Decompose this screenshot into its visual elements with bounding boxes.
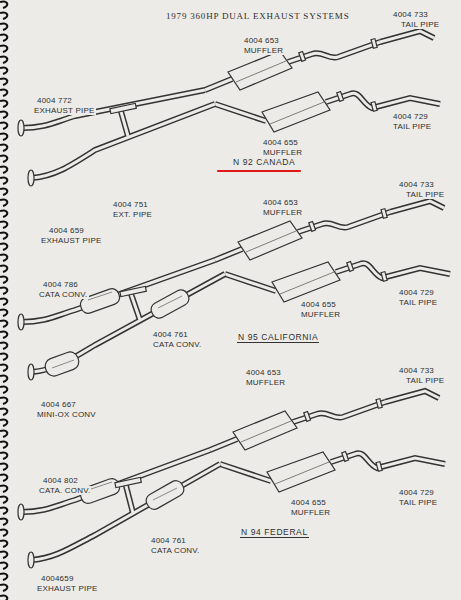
part-name: MUFFLER: [290, 508, 331, 517]
part-name: TAIL PIPE: [398, 498, 438, 507]
part-name: TAIL PIPE: [405, 190, 445, 199]
part-name: TAIL PIPE: [400, 20, 440, 29]
part-name: EXHAUST PIPE: [36, 584, 99, 593]
part-number: 4004 655: [300, 300, 337, 309]
part-number: 4004 761: [150, 536, 187, 545]
part-number: 4004 761: [152, 330, 189, 339]
part-number: 4004 733: [398, 366, 435, 375]
part-name: TAIL PIPE: [405, 376, 445, 385]
part-number: 4004 653: [243, 36, 280, 45]
part-name: EXHAUST PIPE: [33, 106, 96, 115]
part-name: MUFFLER: [300, 310, 341, 319]
part-number: 4004659: [40, 574, 75, 583]
part-name: EXHAUST PIPE: [40, 236, 103, 245]
part-number: 4004 729: [398, 288, 435, 297]
part-number: 4004 729: [392, 112, 429, 121]
part-number: 4004 802: [42, 476, 79, 485]
part-number: 4004 655: [262, 138, 299, 147]
part-number: 4004 655: [290, 498, 327, 507]
part-number: 4004 772: [36, 96, 73, 105]
part-name: MUFFLER: [245, 378, 286, 387]
section-heading: N 92 CANADA: [232, 158, 296, 167]
part-number: 4004 729: [398, 488, 435, 497]
part-name: CATA CONV.: [38, 290, 89, 299]
section-heading: N 95 CALIFORNIA: [237, 333, 319, 343]
part-number: 4004 786: [42, 280, 79, 289]
part-number: 4004 659: [48, 226, 85, 235]
part-name: MUFFLER: [262, 148, 303, 157]
part-number: 4004 733: [398, 180, 435, 189]
part-name: TAIL PIPE: [398, 298, 438, 307]
part-name: MUFFLER: [243, 46, 284, 55]
part-number: 4004 667: [40, 400, 77, 409]
part-number: 4004 733: [392, 10, 429, 19]
part-name: CATA CONV.: [150, 546, 201, 555]
page-title: 1979 360HP DUAL EXHAUST SYSTEMS: [165, 12, 350, 21]
part-name: CATA. CONV.: [38, 486, 91, 495]
part-number: 4004 653: [245, 368, 282, 377]
part-number: 4004 653: [262, 198, 299, 207]
part-number: 4004 751: [112, 200, 149, 209]
red-underline: [218, 170, 300, 172]
part-name: TAIL PIPE: [392, 122, 432, 131]
part-name: EXT. PIPE: [112, 210, 153, 219]
part-name: MINI-OX CONV: [36, 410, 97, 419]
part-name: CATA CONV.: [152, 340, 203, 349]
part-name: MUFFLER: [262, 208, 303, 217]
section-heading: N 94 FEDERAL: [240, 528, 309, 538]
